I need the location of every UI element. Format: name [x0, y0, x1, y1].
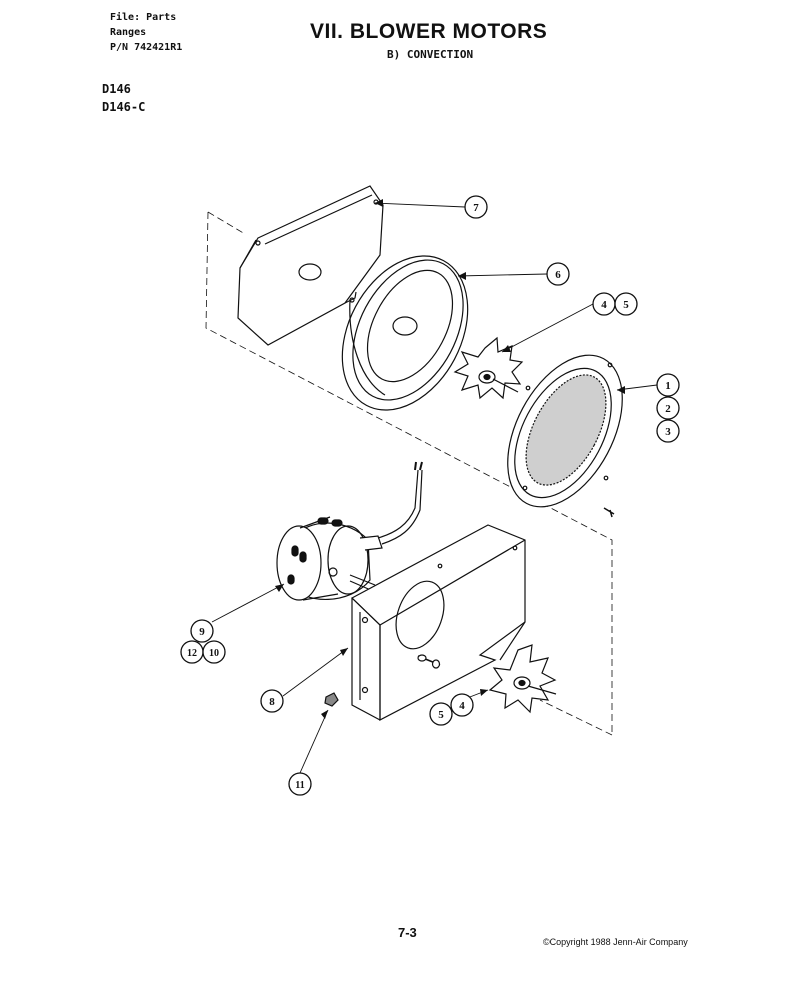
callout-label: 1 — [665, 380, 671, 392]
callout-label: 4 — [459, 700, 465, 712]
file-label: File: Parts — [110, 12, 177, 23]
model-list: D146 D146-C — [102, 80, 145, 116]
callout-label: 10 — [209, 648, 219, 659]
callout-5-lower: 5 — [429, 702, 453, 726]
callout-3: 3 — [656, 419, 680, 443]
mounting-bolt — [417, 654, 441, 669]
category-label: Ranges — [110, 27, 147, 38]
callout-label: 12 — [187, 648, 197, 659]
callout-label: 11 — [295, 780, 304, 791]
callout-9: 9 — [190, 619, 214, 643]
callout-label: 6 — [555, 269, 561, 281]
baffle-plate — [237, 185, 384, 346]
callout-label: 2 — [665, 403, 671, 415]
callout-1: 1 — [656, 373, 680, 397]
page-number: 7-3 — [398, 925, 417, 940]
callout-label: 7 — [473, 202, 479, 214]
fan-blade-upper — [453, 336, 524, 400]
part-number-label: P/N 742421R1 — [110, 42, 183, 53]
page-title: VII. BLOWER MOTORS — [310, 20, 548, 43]
fan-blade-lower — [488, 644, 557, 714]
model-item: D146-C — [102, 100, 146, 114]
callout-label: 8 — [269, 696, 275, 708]
callout-2: 2 — [656, 396, 680, 420]
callout-12: 12 — [180, 640, 204, 664]
callout-7: 7 — [464, 195, 488, 219]
callout-11: 11 — [288, 772, 312, 796]
oven-wall-outline — [539, 699, 613, 736]
callout-label: 5 — [438, 709, 444, 721]
callout-10: 10 — [202, 640, 226, 664]
callout-label: 5 — [623, 299, 629, 311]
callout-4: 4 — [592, 292, 616, 316]
oven-wall-outline — [205, 211, 613, 735]
callout-4-lower: 4 — [450, 693, 474, 717]
model-item: D146 — [102, 82, 131, 96]
arrowheads — [275, 199, 625, 719]
small-nut — [324, 692, 339, 707]
grille-screw — [603, 507, 615, 518]
copyright-notice: ©Copyright 1988 Jenn-Air Company — [543, 937, 688, 947]
callout-6: 6 — [546, 262, 570, 286]
callout-8: 8 — [260, 689, 284, 713]
callout-label: 4 — [601, 299, 607, 311]
oven-wall-outline — [207, 211, 246, 235]
fan-grille — [507, 354, 623, 508]
mounting-bracket — [350, 524, 526, 721]
callout-label: 9 — [199, 626, 205, 638]
file-info-block: File: Parts Ranges P/N 742421R1 — [110, 10, 182, 55]
page-subtitle: B) CONVECTION — [387, 48, 474, 61]
fan-housing-ring — [341, 255, 469, 411]
callout-5: 5 — [614, 292, 638, 316]
callout-label: 3 — [665, 426, 671, 438]
